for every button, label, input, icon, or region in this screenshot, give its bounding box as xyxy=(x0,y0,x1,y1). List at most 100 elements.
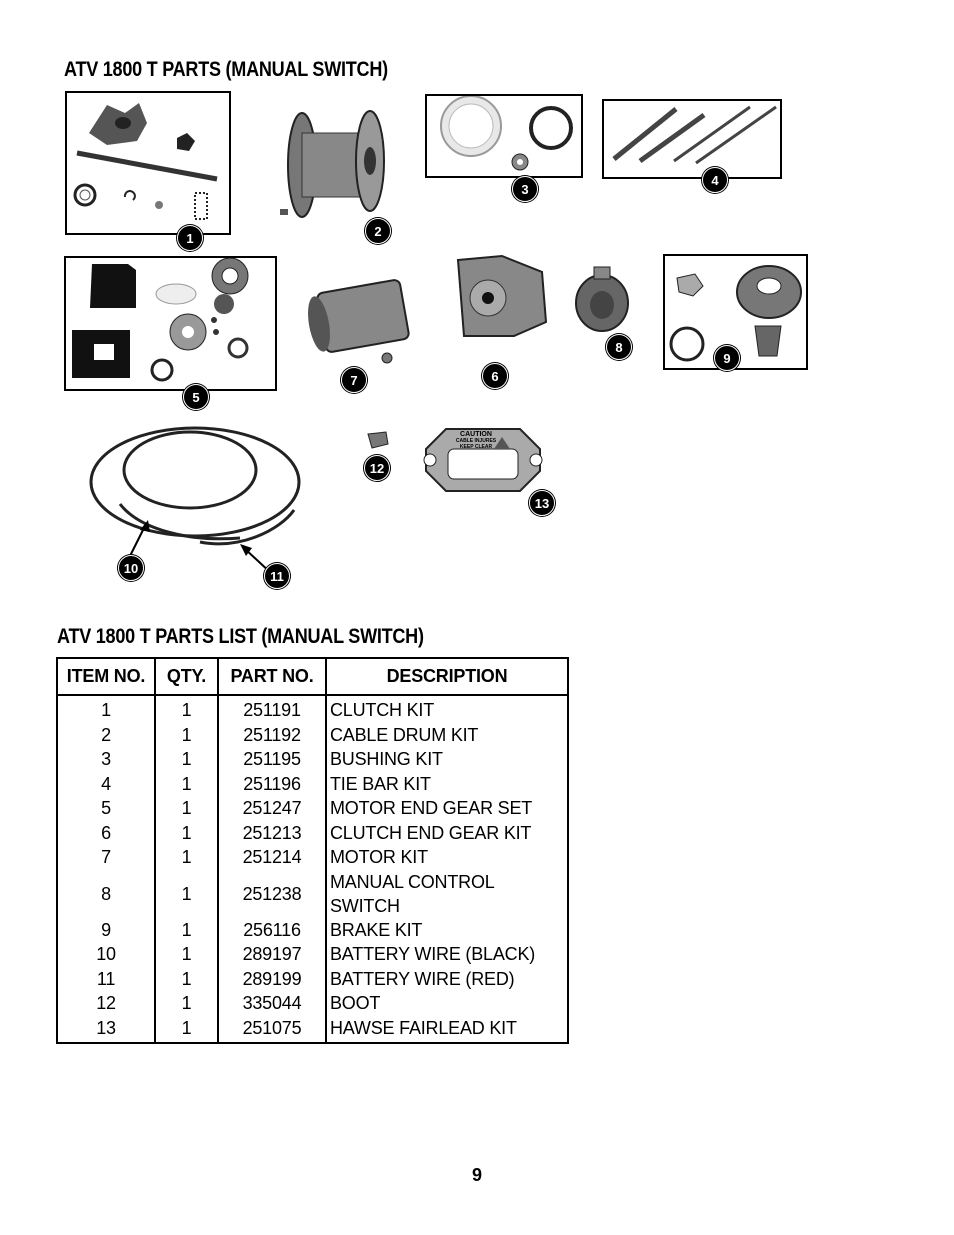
cell-qty: 1 xyxy=(155,869,219,918)
cable-drum-illustration xyxy=(280,110,385,218)
cell-qty: 1 xyxy=(155,966,219,991)
callout-9: 9 xyxy=(714,345,740,371)
cell-description: MOTOR END GEAR SET xyxy=(330,798,533,819)
cell-description: CABLE DRUM KIT xyxy=(330,724,479,745)
cell-description: BATTERY WIRE (BLACK) xyxy=(330,944,536,965)
cell-description: CLUTCH END GEAR KIT xyxy=(330,822,532,843)
clutch-end-housing-illustration xyxy=(456,254,548,337)
cell-description: HAWSE FAIRLEAD KIT xyxy=(330,1017,517,1038)
header-item-no: ITEM NO. xyxy=(57,658,156,696)
cell-qty: 1 xyxy=(155,845,219,870)
cell-part-no: 251192 xyxy=(218,722,327,747)
bushing-kit-illustration xyxy=(440,95,573,171)
caution-label-line-2: CABLE INJURES xyxy=(455,438,497,444)
cell-item-no: 12 xyxy=(57,991,156,1016)
cell-item-no: 6 xyxy=(57,820,156,845)
cell-qty: 1 xyxy=(155,942,219,967)
cell-description: BOOT xyxy=(330,993,381,1014)
hawse-fairlead-illustration: CAUTION CABLE INJURES KEEP CLEAR xyxy=(412,427,552,493)
cell-item-no: 3 xyxy=(57,747,156,772)
cell-item-no: 4 xyxy=(57,771,156,796)
boot-illustration xyxy=(367,431,389,449)
callout-5: 5 xyxy=(183,384,209,410)
cell-part-no: 251195 xyxy=(218,747,327,772)
cell-description: BUSHING KIT xyxy=(330,749,443,770)
cell-qty: 1 xyxy=(155,917,219,942)
cell-part-no: 251214 xyxy=(218,845,327,870)
callout-8: 8 xyxy=(606,334,632,360)
cell-part-no: 256116 xyxy=(218,917,327,942)
callout-1: 1 xyxy=(177,225,203,251)
battery-wires-illustration xyxy=(89,426,301,575)
cell-part-no: 251213 xyxy=(218,820,327,845)
cell-part-no: 251191 xyxy=(218,695,327,723)
cell-qty: 1 xyxy=(155,1015,219,1043)
manual-control-switch-illustration xyxy=(575,266,629,332)
callout-3: 3 xyxy=(512,176,538,202)
callout-2: 2 xyxy=(365,218,391,244)
callout-13: 13 xyxy=(529,490,555,516)
cell-item-no: 2 xyxy=(57,722,156,747)
clutch-kit-illustration xyxy=(73,103,218,220)
cell-description: BRAKE KIT xyxy=(330,919,423,940)
part-5-figure xyxy=(64,256,277,391)
motor-illustration xyxy=(308,279,410,364)
caution-label-title: CAUTION xyxy=(460,431,492,438)
cell-description: MOTOR KIT xyxy=(330,847,428,868)
figure-title: ATV 1800 T PARTS (MANUAL SWITCH) xyxy=(64,58,388,81)
cell-part-no: 251196 xyxy=(218,771,327,796)
callout-7: 7 xyxy=(341,367,367,393)
tie-bar-kit-illustration xyxy=(612,105,777,165)
brake-kit-illustration xyxy=(669,265,802,362)
parts-list-title: ATV 1800 T PARTS LIST (MANUAL SWITCH) xyxy=(57,625,424,648)
cell-item-no: 9 xyxy=(57,917,156,942)
caution-label-line-3: KEEP CLEAR xyxy=(459,444,493,450)
callout-6: 6 xyxy=(482,363,508,389)
cell-part-no: 335044 xyxy=(218,991,327,1016)
callout-11: 11 xyxy=(264,563,290,589)
cell-description: CLUTCH KIT xyxy=(330,700,435,721)
cell-item-no: 8 xyxy=(57,869,156,918)
cell-item-no: 7 xyxy=(57,845,156,870)
caution-label: CAUTION CABLE INJURES KEEP CLEAR xyxy=(446,431,506,450)
cell-qty: 1 xyxy=(155,771,219,796)
cell-item-no: 11 xyxy=(57,966,156,991)
cell-item-no: 5 xyxy=(57,796,156,821)
part-3-figure xyxy=(425,94,583,178)
cell-part-no: 289197 xyxy=(218,942,327,967)
cell-description: MANUAL CONTROL SWITCH xyxy=(330,871,494,916)
cell-qty: 1 xyxy=(155,796,219,821)
cell-description: BATTERY WIRE (RED) xyxy=(330,968,515,989)
cell-item-no: 1 xyxy=(57,695,156,723)
header-description: DESCRIPTION xyxy=(326,658,568,696)
header-part-no: PART NO. xyxy=(218,658,327,696)
page-number: 9 xyxy=(471,1165,482,1185)
cell-part-no: 251247 xyxy=(218,796,327,821)
table-header-row: ITEM NO. QTY. PART NO. DESCRIPTION xyxy=(57,658,568,696)
cell-part-no: 251238 xyxy=(218,869,327,918)
cell-qty: 1 xyxy=(155,695,219,723)
cell-qty: 1 xyxy=(155,820,219,845)
callout-12: 12 xyxy=(364,455,390,481)
part-4-figure xyxy=(602,99,782,179)
cell-item-no: 10 xyxy=(57,942,156,967)
cell-qty: 1 xyxy=(155,722,219,747)
callout-10: 10 xyxy=(118,555,144,581)
header-qty: QTY. xyxy=(155,658,219,696)
motor-end-gear-set-illustration xyxy=(72,257,249,382)
cell-item-no: 13 xyxy=(57,1015,156,1043)
cell-part-no: 289199 xyxy=(218,966,327,991)
cell-qty: 1 xyxy=(155,747,219,772)
